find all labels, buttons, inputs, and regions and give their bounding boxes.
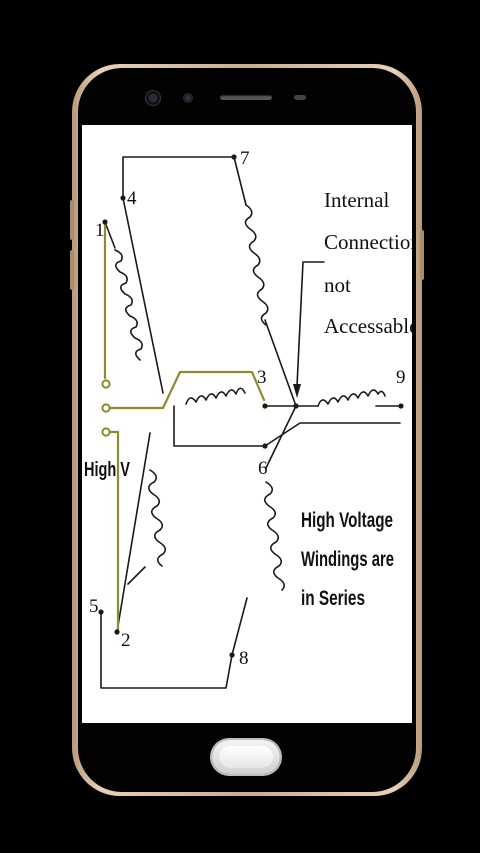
- terminal-dot-2: [114, 629, 120, 635]
- supply-terminal-a[interactable]: [101, 379, 111, 389]
- coil-3: [185, 387, 246, 405]
- terminal-dot-4: [120, 195, 126, 201]
- supply-terminal-c[interactable]: [101, 427, 111, 437]
- terminal-label-3: 3: [257, 367, 267, 388]
- terminal-label-1: 1: [95, 220, 105, 241]
- coil-7: [244, 204, 269, 326]
- wire-junction-6: [265, 405, 297, 469]
- terminal-label-5: 5: [89, 596, 99, 617]
- note-pointer: [296, 261, 325, 387]
- terminal-dot-8: [229, 652, 235, 658]
- note-line-3: not: [324, 273, 351, 297]
- note-arrow-head: [293, 384, 301, 398]
- screen: 7 4 1 3 9 6 5 2 8 Internal Connection no…: [82, 125, 412, 723]
- coil-6: [263, 481, 286, 591]
- terminal-dot-3: [262, 403, 268, 409]
- wire-coil6-8: [231, 597, 248, 656]
- terminal-dot-1: [102, 219, 108, 225]
- wiring-diagram: 7 4 1 3 9 6 5 2 8 Internal Connection no…: [84, 148, 412, 689]
- caption-line-3: in Series: [301, 587, 365, 610]
- volume-up-button[interactable]: [70, 200, 74, 240]
- terminal-dot-6: [262, 443, 268, 449]
- wire-4-7: [122, 156, 235, 199]
- wire-7-down: [233, 156, 247, 206]
- supply-wire-5: [106, 430, 120, 634]
- terminal-label-2: 2: [121, 630, 131, 651]
- wire-7-junction: [264, 319, 297, 407]
- volume-down-button[interactable]: [70, 250, 74, 290]
- supply-terminal-b[interactable]: [101, 403, 111, 413]
- junction-dot: [293, 403, 299, 409]
- terminal-label-4: 4: [127, 188, 137, 209]
- power-button[interactable]: [420, 230, 424, 280]
- terminal-dot-5: [98, 609, 104, 615]
- sensor-icon: [183, 93, 193, 103]
- caption-line-2: Windings are: [301, 548, 394, 571]
- wire-2-up: [116, 432, 151, 633]
- coil-9: [317, 389, 386, 407]
- coil-1: [114, 249, 143, 361]
- earpiece-speaker: [220, 95, 272, 100]
- note-line-1: Internal: [324, 188, 389, 212]
- wire-coil2-bottom: [127, 566, 146, 585]
- home-button[interactable]: [212, 740, 280, 774]
- note-line-4: Accessable: [324, 314, 412, 338]
- front-camera-icon: [145, 90, 161, 106]
- terminal-label-6: 6: [258, 458, 268, 479]
- wire-8-5: [100, 611, 233, 689]
- terminal-label-8: 8: [239, 648, 249, 669]
- coil-2: [147, 469, 167, 567]
- supply-label: High V: [84, 459, 130, 481]
- supply-wire-top: [103, 370, 266, 410]
- terminal-label-7: 7: [240, 148, 250, 169]
- caption-line-1: High Voltage: [301, 509, 393, 532]
- terminal-dot-7: [231, 154, 237, 160]
- terminal-dot-9: [398, 403, 404, 409]
- proximity-sensor: [294, 95, 306, 100]
- note-line-2: Connection: [324, 230, 412, 254]
- wire-1-down: [104, 221, 116, 249]
- wire-1-4-return: [122, 197, 164, 394]
- terminal-label-9: 9: [396, 367, 406, 388]
